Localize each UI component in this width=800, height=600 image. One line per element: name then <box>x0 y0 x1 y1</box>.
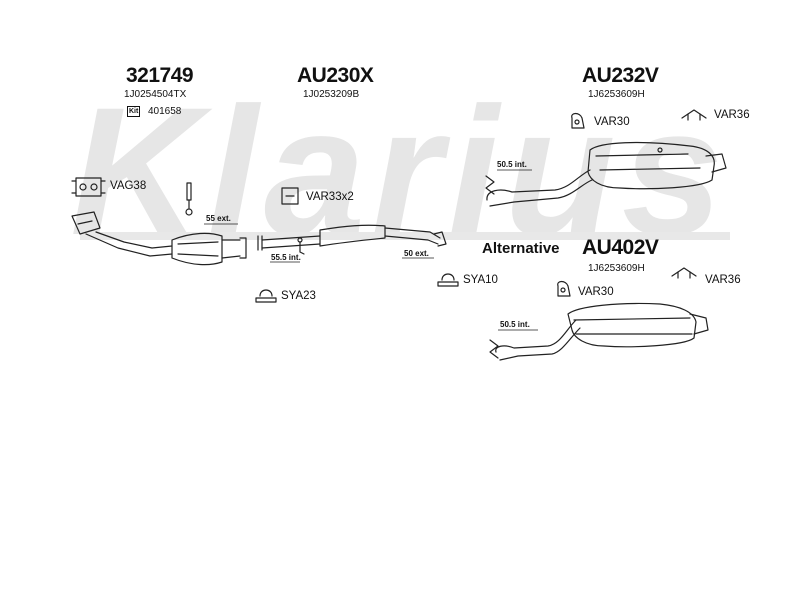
dim-label-55-5int: 55.5 int. <box>271 253 301 262</box>
var36-alt-hanger-icon <box>671 267 697 279</box>
watermark-bar <box>80 232 730 240</box>
part-ref-321749: 1J0254504TX <box>124 89 187 100</box>
kit-badge: Kit <box>127 106 141 117</box>
fitting-label-sya23: SYA23 <box>281 290 316 302</box>
front-pipe-catalyst-icon <box>71 211 247 266</box>
dim-label-50-5int-top: 50.5 int. <box>497 160 527 169</box>
fitting-label-var30-alt: VAR30 <box>578 286 614 298</box>
dim-label-50-5int-alt: 50.5 int. <box>500 320 530 329</box>
alternative-label: Alternative <box>482 240 560 257</box>
vag38-gasket-icon <box>71 177 106 197</box>
klarius-watermark: Klarius <box>70 69 730 273</box>
var36-top-hanger-icon <box>681 109 707 121</box>
part-code-321749: 321749 <box>126 64 194 87</box>
fitting-label-var30-top: VAR30 <box>594 116 630 128</box>
rear-silencer-icon <box>485 141 727 207</box>
part-ref-au402v: 1J6253609H <box>588 263 645 274</box>
fitting-label-sya10: SYA10 <box>463 274 498 286</box>
part-code-au402v: AU402V <box>582 236 659 259</box>
part-code-au230x: AU230X <box>297 64 374 87</box>
middle-silencer-icon <box>257 224 447 255</box>
sya10-clamp-icon <box>437 273 459 287</box>
part-ref-au232v: 1J6253609H <box>588 89 645 100</box>
rear-silencer-alt-icon <box>489 302 709 361</box>
var30-alt-hanger-icon <box>557 280 571 297</box>
sya23-clamp-icon <box>255 289 277 303</box>
fitting-label-vag38: VAG38 <box>110 180 147 192</box>
dim-label-55ext: 55 ext. <box>206 214 231 223</box>
kit-number: 401658 <box>148 106 182 117</box>
dim-label-50ext: 50 ext. <box>404 249 429 258</box>
fitting-label-var33x2: VAR33x2 <box>306 191 354 203</box>
var33x2-clamp-icon <box>281 187 299 205</box>
part-ref-au230x: 1J0253209B <box>303 89 360 100</box>
oxygen-sensor-icon <box>185 182 193 216</box>
part-code-au232v: AU232V <box>582 64 659 87</box>
fitting-label-var36-alt: VAR36 <box>705 274 741 286</box>
fitting-label-var36-top: VAR36 <box>714 109 750 121</box>
var30-top-hanger-icon <box>571 112 585 129</box>
